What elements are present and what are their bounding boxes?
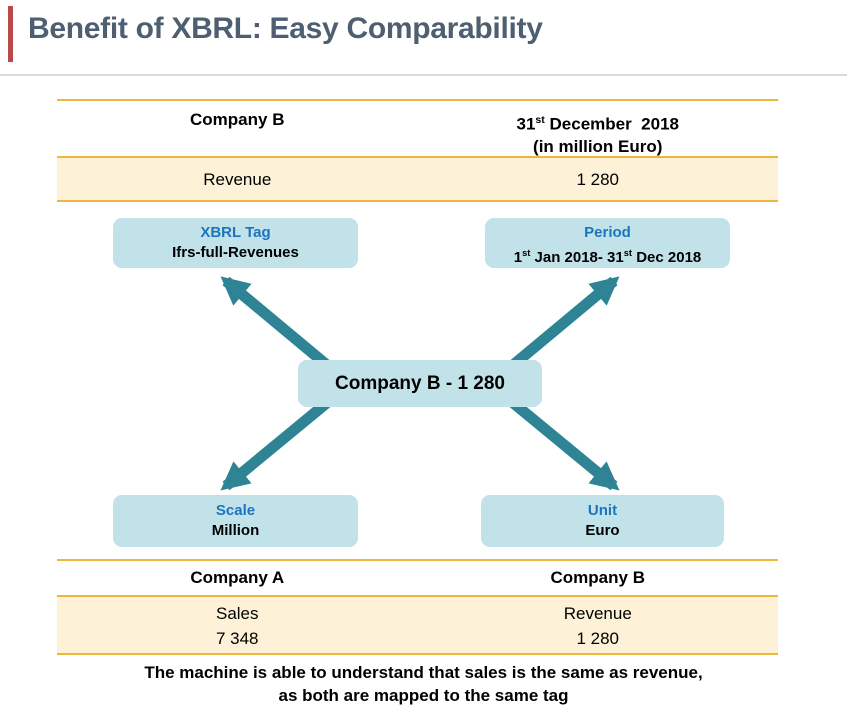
- top-table: Company B 31st December 2018 (in million…: [57, 99, 778, 202]
- page-title: Benefit of XBRL: Easy Comparability: [28, 12, 543, 45]
- company-b-metric-label: Revenue: [563, 604, 632, 623]
- top-table-header-date-line2: (in million Euro): [533, 136, 663, 156]
- bottom-table-data-row: Sales 7 348 Revenue 1 280: [57, 597, 778, 653]
- top-table-revenue-value: 1 280: [576, 169, 620, 189]
- box-period-value: 1st Jan 2018- 31st Dec 2018: [513, 248, 702, 266]
- bottom-table: Company A Company B Sales 7 348 Revenue …: [57, 559, 778, 655]
- footer-note-line2: as both are mapped to the same tag: [278, 686, 569, 705]
- top-table-data-row: Revenue 1 280: [57, 158, 778, 200]
- box-scale: Scale Million: [113, 495, 358, 547]
- box-unit-title: Unit: [587, 502, 618, 519]
- top-table-header-company: Company B: [190, 110, 285, 129]
- box-scale-title: Scale: [215, 502, 256, 519]
- box-xbrl-tag-value: Ifrs-full-Revenues: [172, 244, 299, 261]
- footer-note-line1: The machine is able to understand that s…: [144, 663, 703, 682]
- top-table-revenue-label: Revenue: [203, 169, 272, 189]
- bottom-table-header-row: Company A Company B: [57, 561, 778, 597]
- bottom-table-company-a-cell: Sales 7 348: [57, 601, 418, 651]
- footer-note: The machine is able to understand that s…: [0, 661, 847, 707]
- box-period: Period 1st Jan 2018- 31st Dec 2018: [485, 218, 730, 268]
- box-xbrl-tag-title: XBRL Tag: [200, 224, 271, 241]
- top-table-header-date: 31st December 2018 (in million Euro): [418, 109, 779, 158]
- box-unit-value: Euro: [585, 522, 620, 539]
- top-table-header-date-line1: 31st December 2018: [516, 114, 680, 134]
- company-b-metric-value: 1 280: [576, 629, 620, 648]
- box-period-title: Period: [584, 224, 631, 241]
- bottom-table-header-company-b: Company B: [550, 568, 645, 587]
- company-a-metric-label: Sales: [215, 604, 259, 623]
- title-divider: [0, 74, 847, 76]
- box-center-fact: Company B - 1 280: [298, 360, 542, 407]
- title-accent-bar: [8, 6, 13, 62]
- box-unit: Unit Euro: [481, 495, 724, 547]
- box-scale-value: Million: [211, 522, 260, 539]
- bottom-table-header-company-a: Company A: [190, 568, 285, 587]
- top-table-header-row: Company B 31st December 2018 (in million…: [57, 101, 778, 158]
- company-a-metric-value: 7 348: [215, 629, 259, 648]
- bottom-table-company-b-cell: Revenue 1 280: [418, 601, 779, 651]
- box-xbrl-tag: XBRL Tag Ifrs-full-Revenues: [113, 218, 358, 268]
